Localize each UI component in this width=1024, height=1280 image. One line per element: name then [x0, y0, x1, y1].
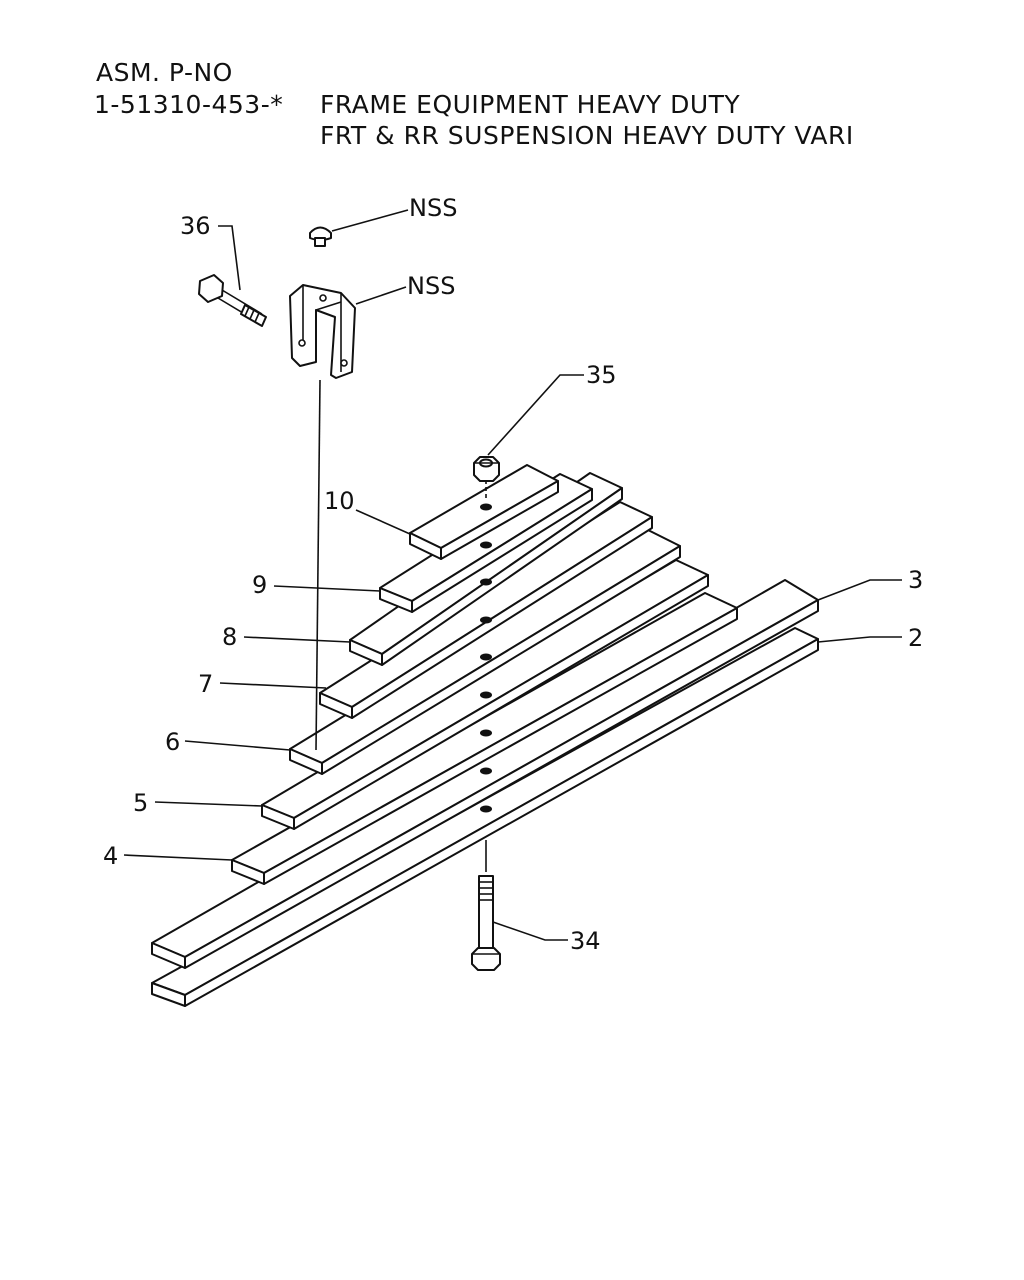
- asm-label: ASM. P-NO: [96, 58, 233, 87]
- callout-2: 2: [908, 624, 923, 652]
- callout-7: 7: [198, 670, 213, 698]
- leaf-spring-6: [289, 529, 681, 775]
- title-line-2: FRT & RR SUSPENSION HEAVY DUTY VARI: [320, 121, 854, 150]
- nss-rivet: [309, 226, 332, 247]
- callout-3: 3: [908, 566, 923, 594]
- callout-nss-rivet: NSS: [409, 194, 457, 222]
- callout-4: 4: [103, 842, 118, 870]
- bolt-36: [198, 274, 267, 327]
- nut-35: [473, 456, 500, 500]
- callout-nss-bracket: NSS: [407, 272, 455, 300]
- title-line-1: FRAME EQUIPMENT HEAVY DUTY: [320, 90, 741, 119]
- callout-5: 5: [133, 789, 148, 817]
- leader-lines: [123, 209, 902, 941]
- center-bolt-34: [471, 840, 501, 971]
- leaf-spring-9: [379, 473, 593, 613]
- callout-35: 35: [586, 361, 617, 389]
- nss-shackle-bracket: [289, 284, 356, 379]
- callout-8: 8: [222, 623, 237, 651]
- center-holes: [480, 503, 492, 813]
- leaf-spring-7: [319, 501, 653, 719]
- callout-36: 36: [180, 212, 211, 240]
- callout-10: 10: [324, 487, 355, 515]
- callout-34: 34: [570, 927, 601, 955]
- assembly-part-number: 1-51310-453-*: [94, 90, 284, 119]
- callout-9: 9: [252, 571, 267, 599]
- callout-6: 6: [165, 728, 180, 756]
